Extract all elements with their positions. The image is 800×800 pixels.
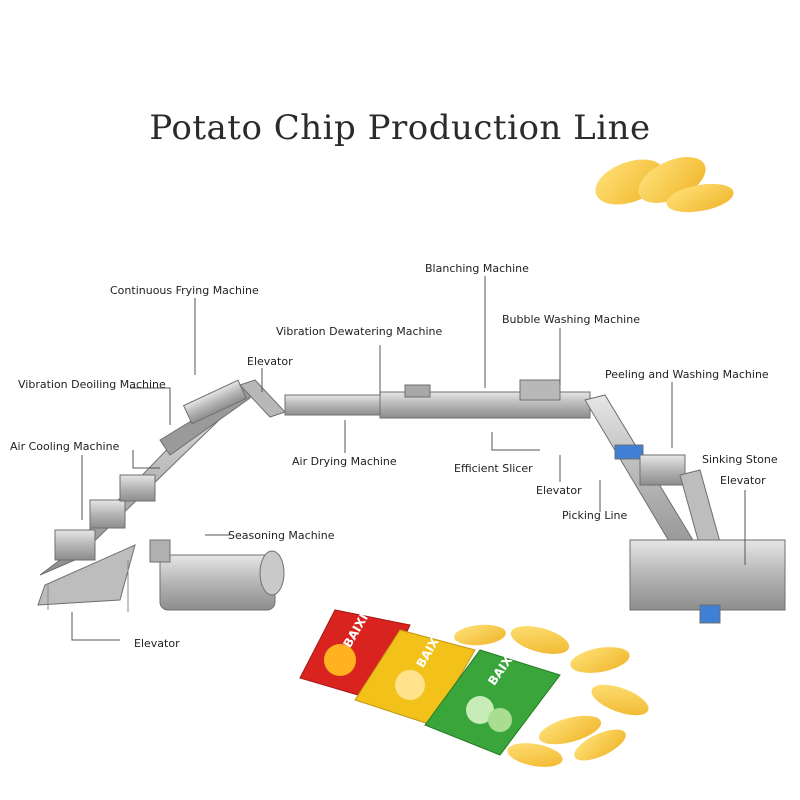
label-elevator-mid: Elevator [536,484,582,497]
label-picking-line: Picking Line [562,509,628,522]
label-air-drying-machine: Air Drying Machine [292,455,397,468]
label-blanching-machine: Blanching Machine [425,262,529,275]
label-elevator-top: Elevator [247,355,293,368]
label-peeling-and-washing-machine: Peeling and Washing Machine [605,368,769,381]
label-air-cooling-machine: Air Cooling Machine [10,440,120,453]
label-vibration-dewatering-machine: Vibration Dewatering Machine [276,325,443,338]
label-elevator-right: Elevator [720,474,766,487]
chip-packages: BAIXIN BAIXIN BAIXIN [299,603,649,767]
green-package: BAIXIN [424,642,561,756]
label-efficient-slicer: Efficient Slicer [454,462,533,475]
label-seasoning-machine: Seasoning Machine [228,529,335,542]
label-sinking-stone: Sinking Stone [702,453,778,466]
diagram-title: Potato Chip Production Line [149,108,651,148]
chip-pile [454,624,649,767]
machine-chain [37,379,786,624]
label-vibration-deoiling-machine: Vibration Deoiling Machine [18,378,166,391]
chip-decoration [595,157,734,213]
leader-lines [71,276,746,641]
label-bubble-washing-machine: Bubble Washing Machine [502,313,640,326]
label-elevator-bottom: Elevator [134,637,180,650]
label-continuous-frying-machine: Continuous Frying Machine [110,284,259,297]
